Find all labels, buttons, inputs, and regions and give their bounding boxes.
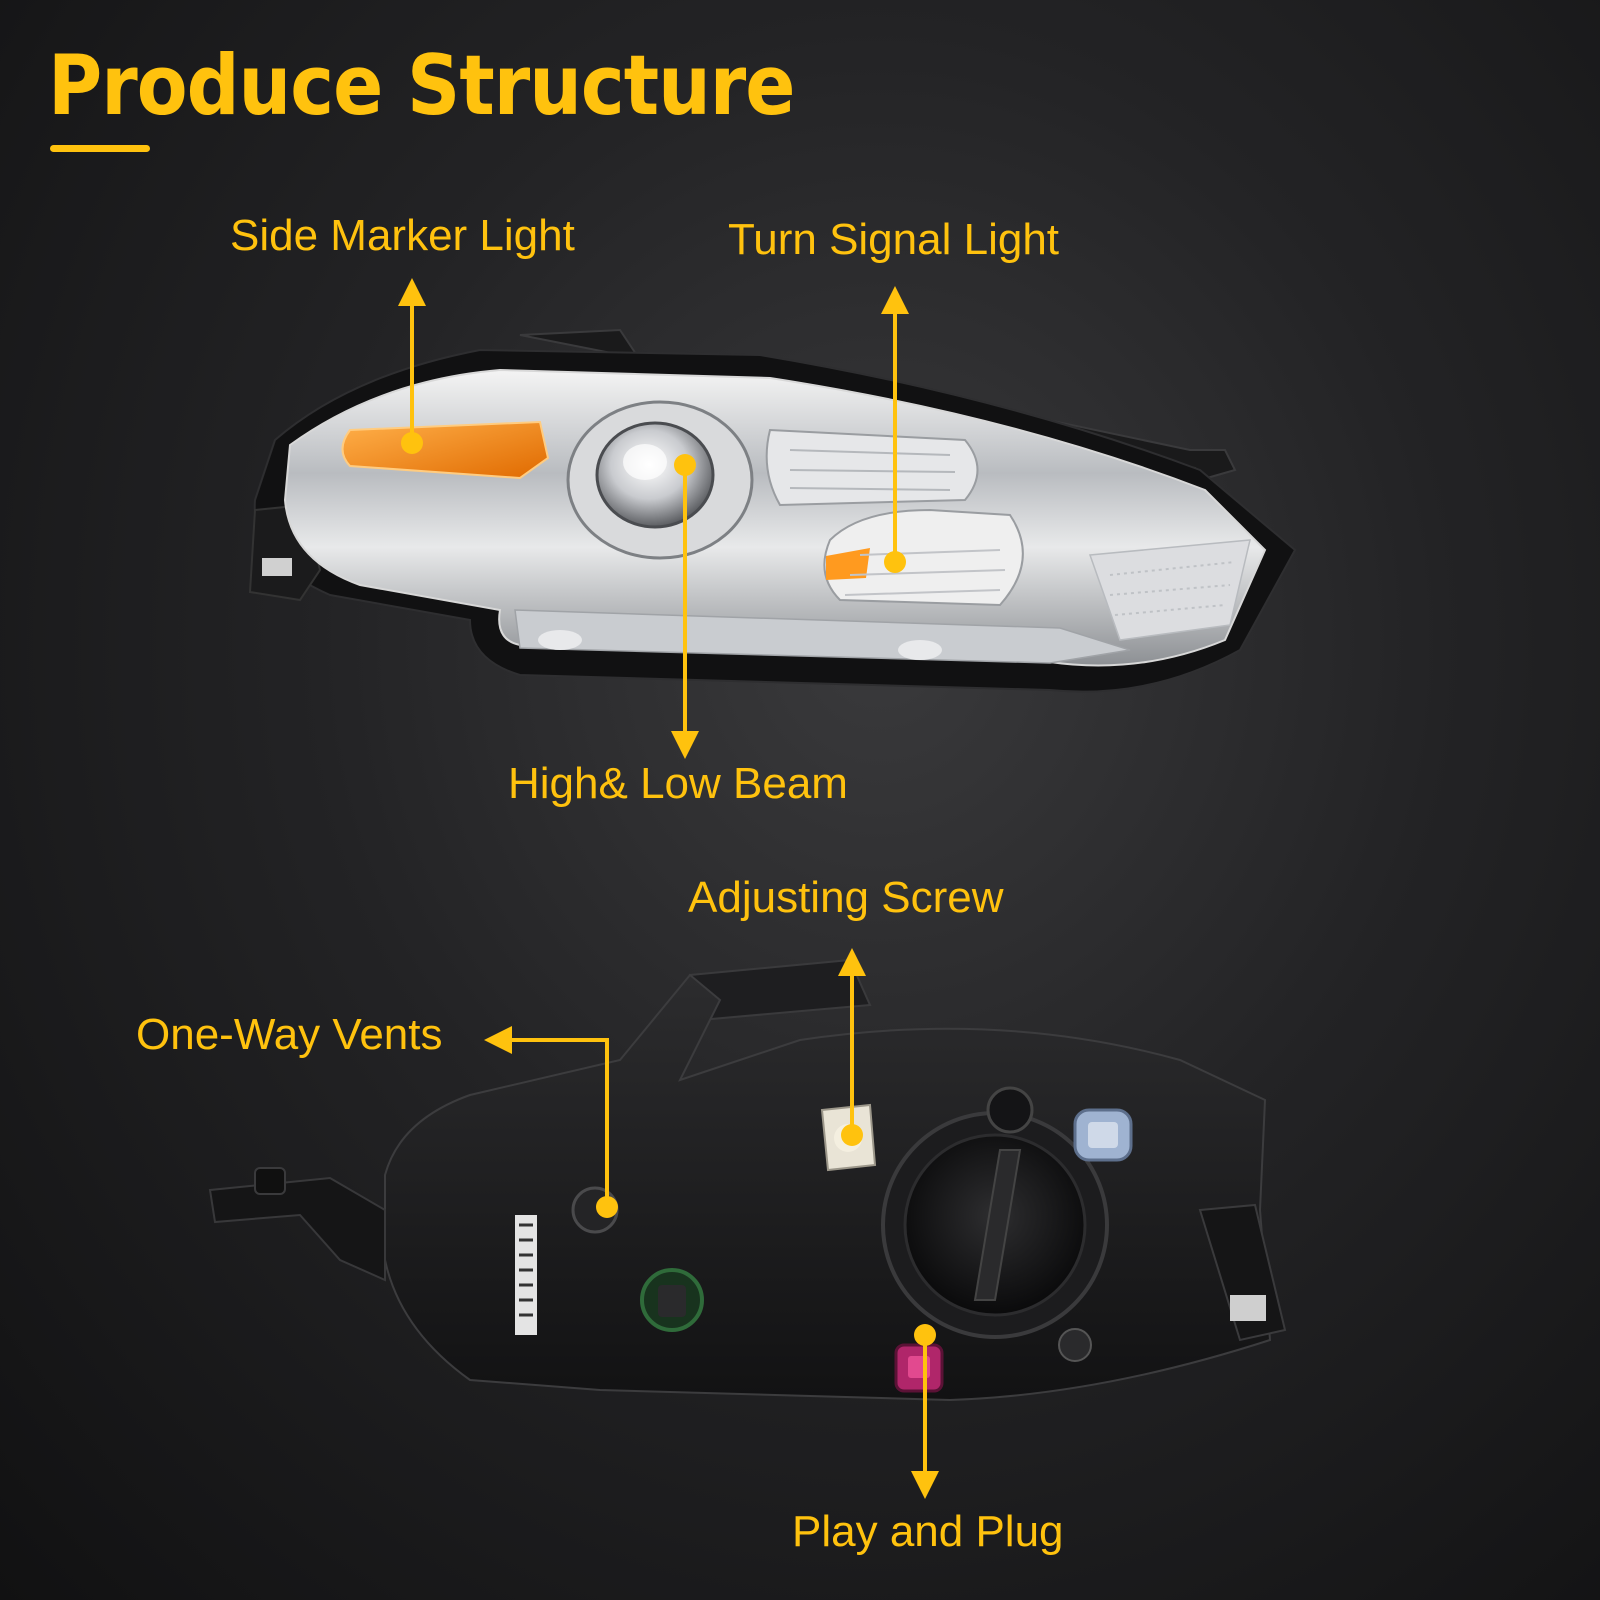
dot-plug [914,1324,936,1346]
dot-vents [596,1196,618,1218]
dot-side-marker [401,432,423,454]
headlight-front-view [248,328,1297,693]
dot-turn-signal [884,551,906,573]
dot-beam [674,454,696,476]
dot-adjusting-screw [841,1124,863,1146]
callout-adjusting-screw: Adjusting Screw [688,873,1004,922]
title-underline [50,145,150,152]
callout-turn-signal-light: Turn Signal Light [728,215,1060,264]
callout-dots [401,432,936,1346]
leader-vents [484,1026,609,1207]
callout-leaders [398,278,939,1499]
page-title: Produce Structure [48,38,795,135]
callout-high-low-beam: High& Low Beam [508,759,848,808]
callout-side-marker-light: Side Marker Light [230,211,575,260]
callout-one-way-vents: One-Way Vents [136,1010,443,1059]
callout-play-and-plug: Play and Plug [792,1507,1064,1556]
